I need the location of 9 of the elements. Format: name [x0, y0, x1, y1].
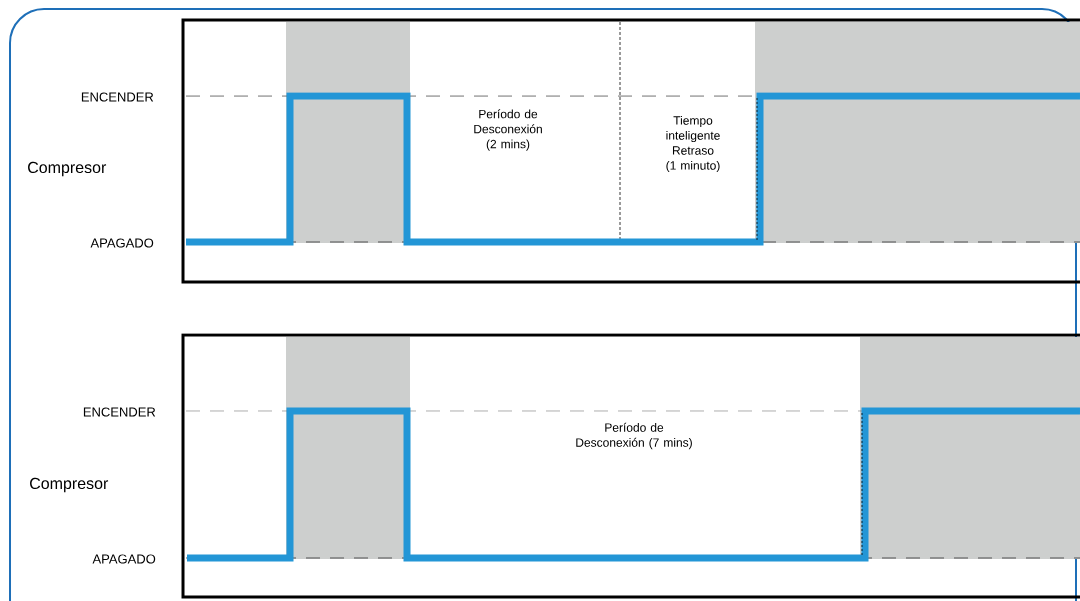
- state-label: APAGADO: [92, 554, 156, 564]
- period-label: Período de Desconexión (7 mins): [576, 422, 692, 450]
- period-label: Período de Desconexión (2 mins): [474, 109, 542, 151]
- state-label: ENCENDER: [81, 92, 154, 102]
- axis-title: Compresor: [30, 477, 109, 493]
- state-label: APAGADO: [90, 238, 154, 248]
- state-label: ENCENDER: [83, 407, 156, 417]
- period-label: Tiempo inteligente Retraso (1 minuto): [666, 115, 720, 173]
- axis-title: Compresor: [28, 161, 107, 177]
